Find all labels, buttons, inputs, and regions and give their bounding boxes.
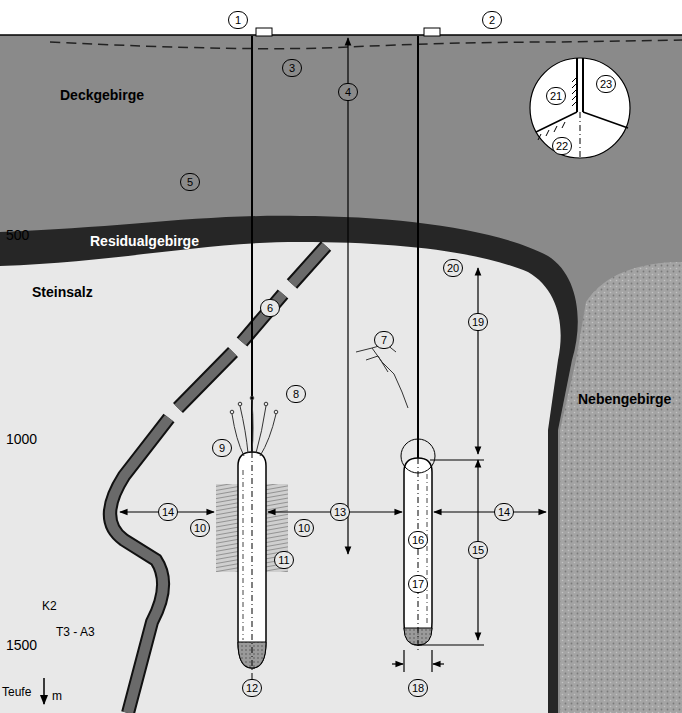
depth-value: 500 bbox=[6, 228, 29, 243]
callout-number: 4 bbox=[338, 83, 358, 101]
callout-number: 10 bbox=[294, 519, 314, 537]
callout-number: 15 bbox=[468, 541, 488, 559]
depth-value: 1000 bbox=[6, 432, 37, 447]
callout-number: 3 bbox=[282, 59, 302, 77]
callout-number: 10 bbox=[190, 519, 210, 537]
axis-label: K2 bbox=[42, 600, 57, 613]
callout-number: 14 bbox=[494, 503, 514, 521]
callout-number: 6 bbox=[260, 299, 280, 317]
callout-number: 13 bbox=[330, 503, 350, 521]
axis-label: m bbox=[52, 690, 62, 703]
callout-number: 19 bbox=[468, 313, 488, 331]
callout-number: 11 bbox=[274, 551, 294, 569]
region-name: Deckgebirge bbox=[60, 88, 144, 103]
callout-number: 22 bbox=[552, 137, 572, 155]
callout-number: 7 bbox=[374, 331, 394, 349]
region-name: Nebengebirge bbox=[578, 392, 671, 407]
region-name: Steinsalz bbox=[32, 285, 93, 300]
axis-label: T3 - A3 bbox=[56, 626, 95, 639]
region-name: Residualgebirge bbox=[90, 234, 199, 249]
callout-number: 1 bbox=[228, 11, 248, 29]
callout-number: 21 bbox=[546, 87, 566, 105]
callout-number: 5 bbox=[180, 173, 200, 191]
callout-number: 9 bbox=[212, 439, 232, 457]
callout-number: 20 bbox=[443, 259, 463, 277]
callout-number: 2 bbox=[482, 11, 502, 29]
callout-number: 18 bbox=[408, 679, 428, 697]
callout-number: 8 bbox=[286, 385, 306, 403]
callout-number: 12 bbox=[242, 679, 262, 697]
axis-label: Teufe bbox=[2, 686, 31, 699]
callout-number: 17 bbox=[408, 575, 428, 593]
callout-number: 16 bbox=[408, 531, 428, 549]
depth-value: 1500 bbox=[6, 638, 37, 653]
callout-number: 14 bbox=[158, 503, 178, 521]
callout-number: 23 bbox=[596, 75, 616, 93]
